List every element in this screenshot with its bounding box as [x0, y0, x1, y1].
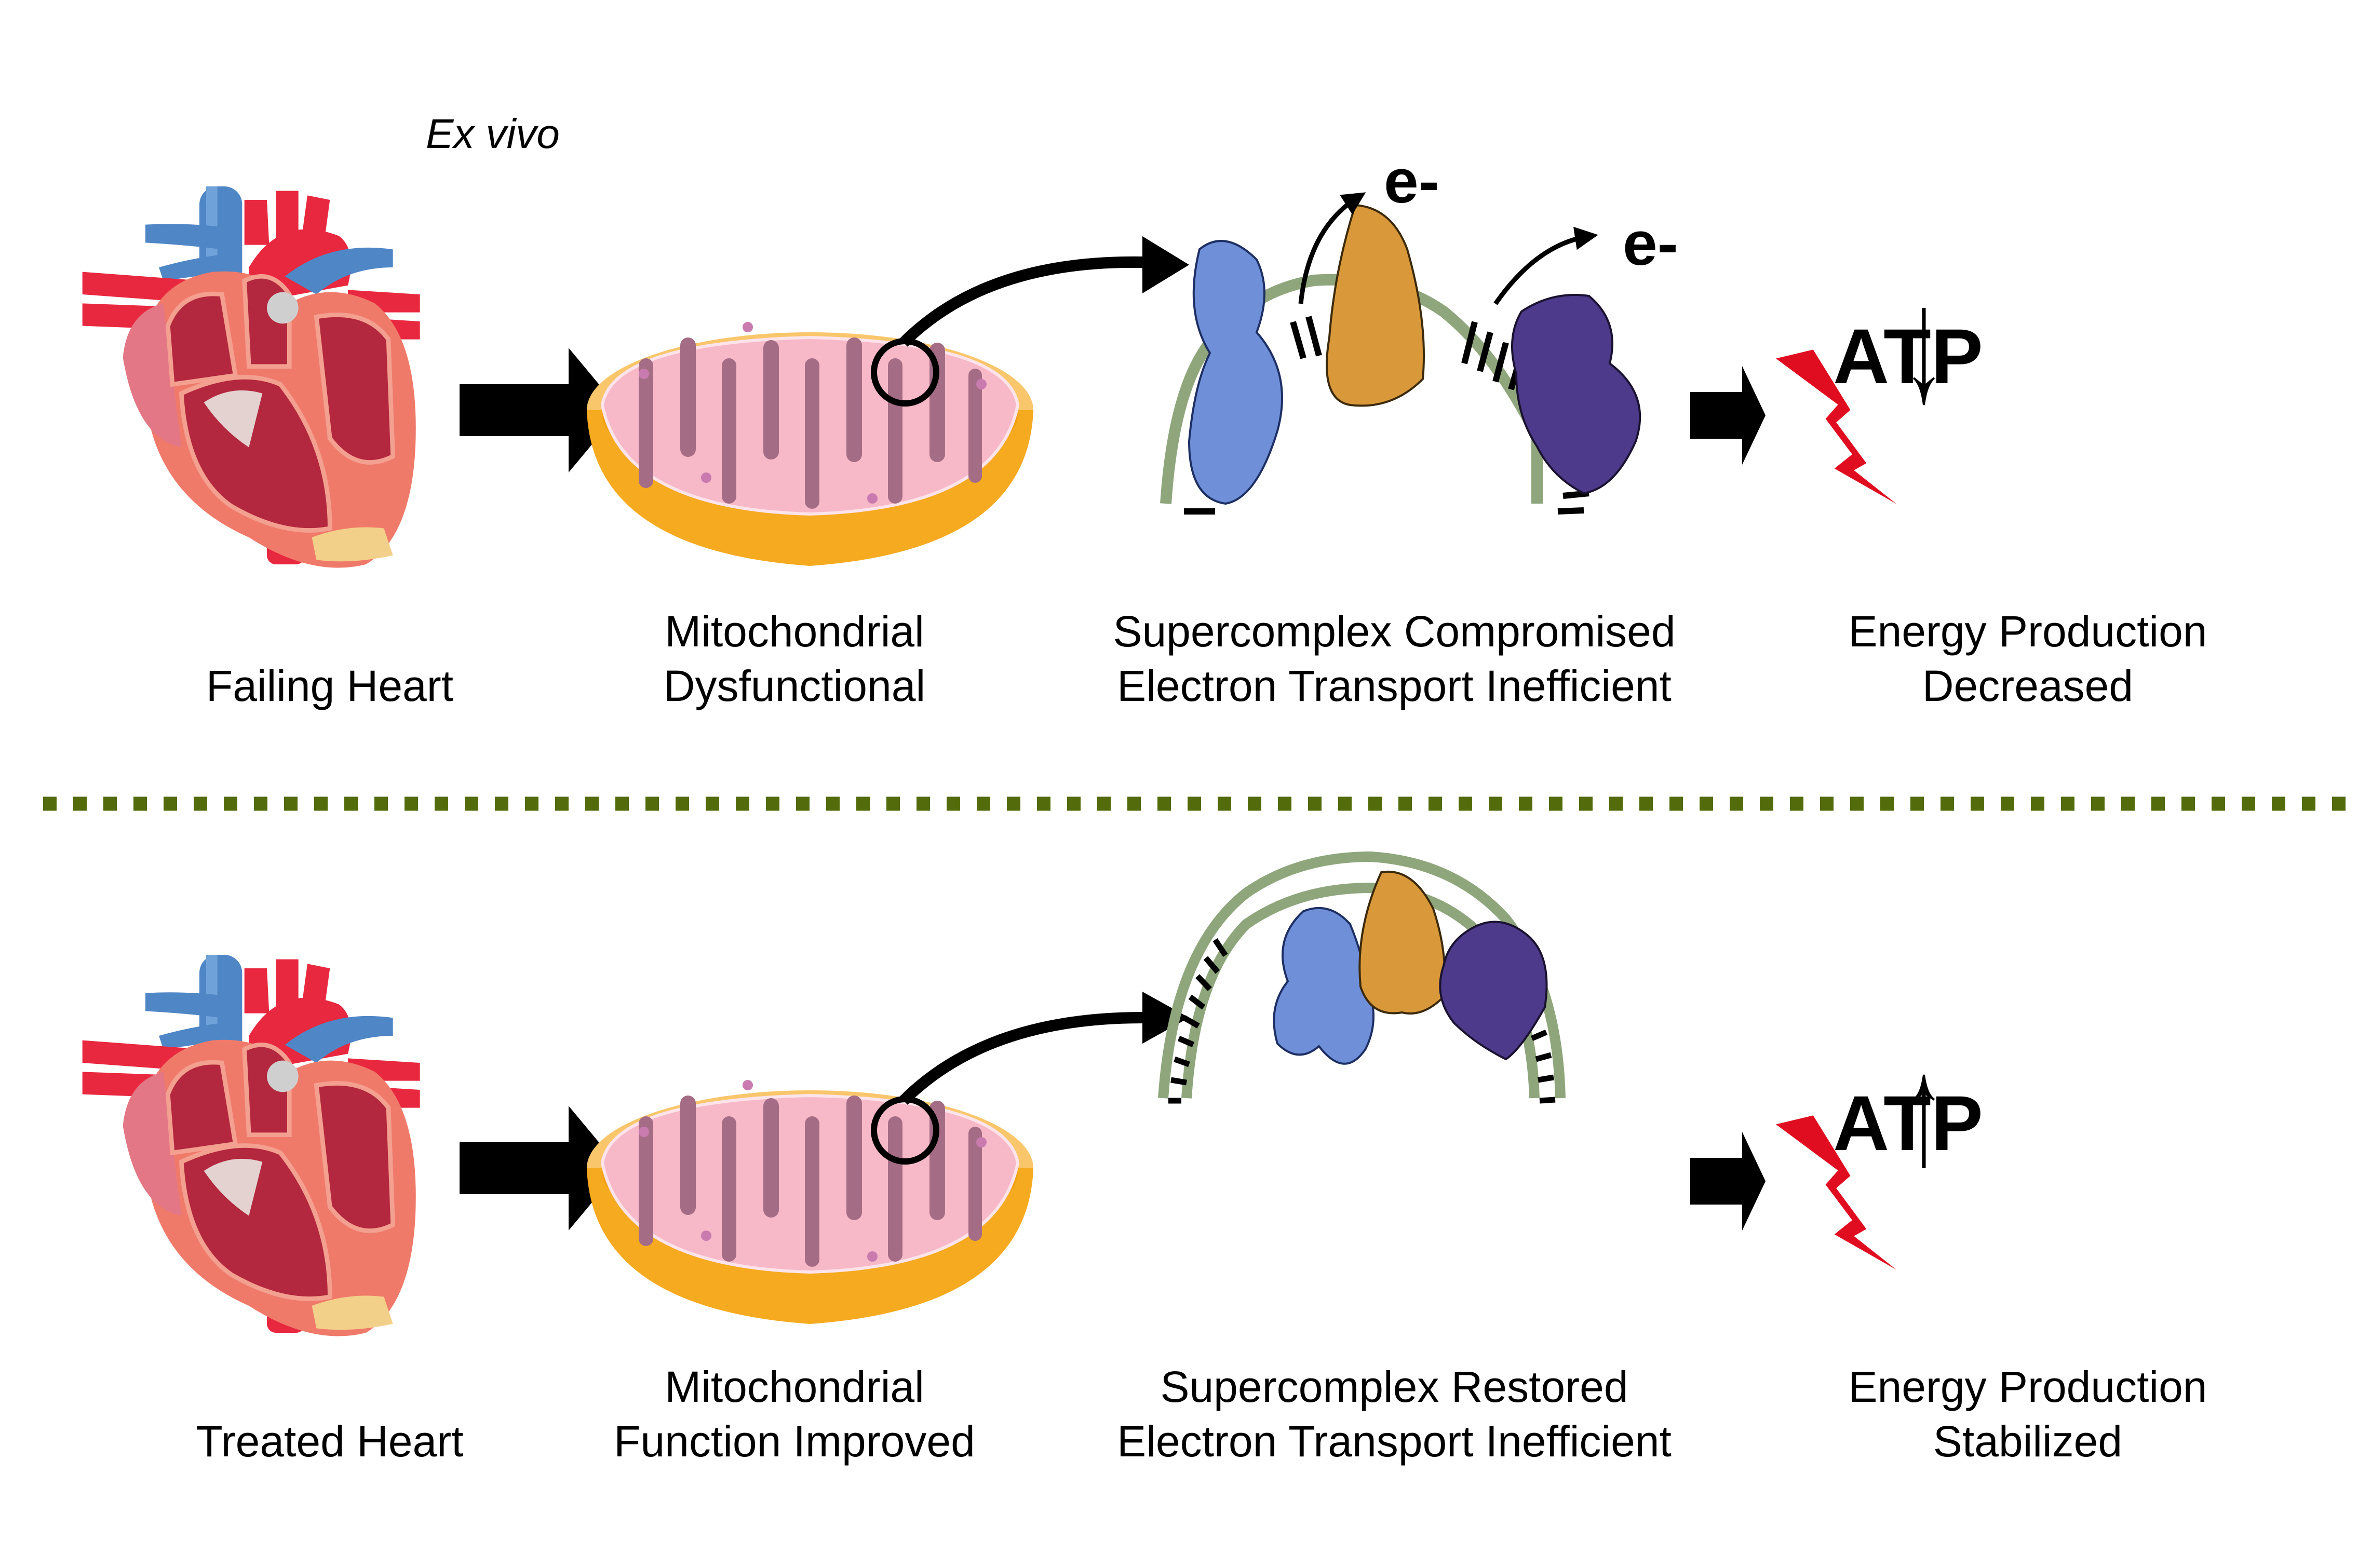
block-arrow-icon [1690, 366, 1766, 465]
curved-arrow-head-icon [1142, 992, 1189, 1044]
failing-heart-label: Failing Heart [206, 661, 453, 710]
mito-label-line1: Mitochondrial [665, 607, 924, 656]
complex-iii-orange [1326, 204, 1425, 407]
failing-heart-illustration [83, 186, 420, 568]
complex-i-blue [1273, 907, 1375, 1065]
arrow-up-icon [1912, 1074, 1935, 1168]
electron-arrow-icon [1298, 192, 1366, 304]
supercomplex-label-line2: Electron Transport Inefficient [1117, 661, 1672, 710]
complex-iii-orange [1358, 870, 1446, 1015]
curved-arrow-icon [899, 1012, 1143, 1105]
atp-label: ATP [1833, 1079, 1983, 1167]
complex-iv-purple [1511, 294, 1641, 495]
row-treated: ATP Treated Heart Mitochondrial Function… [83, 851, 2207, 1466]
arrow-down-icon [1912, 308, 1935, 405]
mito-label-line1: Mitochondrial [665, 1362, 924, 1411]
mitochondrion-improved-illustration [587, 1080, 1033, 1324]
energy-label-line2: Decreased [1922, 661, 2133, 710]
supercomplex-label-line1: Supercomplex Restored [1160, 1362, 1628, 1411]
supercomplex-restored-illustration [1158, 851, 1566, 1104]
block-arrow-icon [1690, 1132, 1766, 1231]
complex-iv-purple [1439, 921, 1548, 1061]
curved-arrow-head-icon [1142, 236, 1189, 293]
ex-vivo-annotation: Ex vivo [426, 111, 560, 157]
curved-arrow-icon [899, 256, 1143, 347]
supercomplex-compromised-illustration [1160, 204, 1641, 515]
complex-i-blue [1188, 240, 1283, 505]
treated-heart-label: Treated Heart [196, 1417, 463, 1466]
energy-label-line1: Energy Production [1848, 1362, 2207, 1411]
mitochondrion-dysfunctional-illustration [587, 322, 1033, 566]
electron-arrow-icon [1493, 226, 1598, 305]
mito-label-line2: Dysfunctional [664, 661, 925, 710]
energy-label-line1: Energy Production [1848, 607, 2207, 656]
electron-label: e- [1384, 146, 1439, 216]
supercomplex-label-line1: Supercomplex Compromised [1113, 607, 1675, 656]
atp-label: ATP [1833, 313, 1983, 400]
supercomplex-label-line2: Electron Transport Inefficient [1117, 1417, 1672, 1466]
row-failing: Ex vivo [83, 111, 2207, 710]
mito-label-line2: Function Improved [614, 1417, 975, 1466]
energy-label-line2: Stabilized [1933, 1417, 2122, 1466]
electron-label: e- [1623, 209, 1678, 278]
treated-heart-illustration [83, 955, 420, 1336]
block-arrow-icon [460, 1106, 621, 1231]
